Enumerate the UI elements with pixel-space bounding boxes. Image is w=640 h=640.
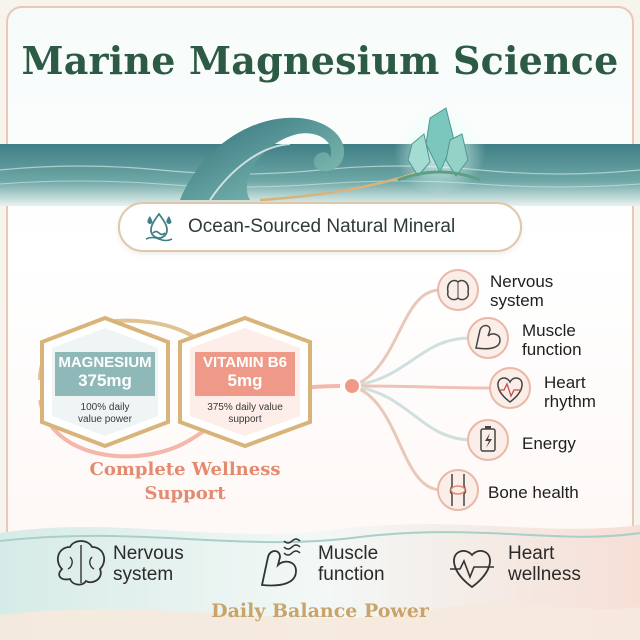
brain-icon — [56, 540, 106, 586]
nutrient-benefit-diagram — [38, 269, 531, 511]
benefit-label-line1: Bone health — [488, 483, 579, 502]
vitamin-b6-dose: 5mg — [227, 371, 263, 390]
bottom-wave-band — [0, 524, 640, 640]
benefit-bone-health: Bone health — [488, 483, 579, 502]
magnesium-name: MAGNESIUM — [58, 354, 152, 371]
joint-icon — [437, 469, 479, 511]
bottom-item-line2: system — [113, 564, 174, 585]
bottom-item-line2: wellness — [508, 564, 581, 585]
heart-pulse-icon — [450, 549, 494, 589]
vitamin-b6-label: VITAMIN B6 5mg — [195, 354, 295, 391]
complete-wellness-tagline: Complete Wellness Support — [60, 458, 310, 506]
bottom-item-line1: Muscle — [318, 543, 379, 564]
vitamin-b6-name: VITAMIN B6 — [203, 354, 287, 371]
magnesium-caption-line2: value power — [78, 414, 132, 425]
banner-text: Ocean-Sourced Natural Mineral — [188, 216, 456, 237]
benefit-label-line1: Energy — [522, 434, 576, 453]
muscle-spring-icon — [260, 538, 301, 587]
footer-tagline: Daily Balance Power — [211, 600, 429, 622]
poster-title: Marine Magnesium Science — [21, 38, 619, 83]
benefit-nervous-system: Nervous system — [490, 272, 553, 310]
vitamin-b6-caption: 375% daily value support — [195, 402, 295, 426]
crystal-icon — [397, 107, 481, 182]
magnesium-label: MAGNESIUM 375mg — [55, 354, 155, 391]
heart-pulse-icon — [489, 367, 531, 409]
bottom-item-line2: function — [318, 564, 385, 585]
ocean-sourced-banner: Ocean-Sourced Natural Mineral — [118, 202, 522, 252]
tagline-line1: Complete Wellness — [89, 459, 281, 480]
bottom-item-nervous-system: Nervous system — [113, 543, 184, 585]
bottom-item-line1: Nervous — [113, 543, 184, 564]
battery-bolt-icon — [467, 419, 509, 461]
vitamin-b6-caption-line2: support — [228, 414, 262, 425]
wave-curl — [180, 117, 345, 200]
magnesium-caption-line1: 100% daily — [80, 402, 130, 413]
benefit-branches — [351, 288, 491, 492]
bottom-item-muscle-function: Muscle function — [318, 543, 385, 585]
vitamin-b6-hexagon — [178, 315, 312, 449]
ocean-wave-illustration — [0, 104, 640, 206]
tagline-line2: Support — [144, 483, 226, 504]
bottom-item-line1: Heart — [508, 543, 555, 564]
benefit-label-line1: Nervous — [490, 272, 554, 291]
flexed-arm-icon — [467, 317, 509, 359]
benefit-label-line1: Heart — [544, 373, 586, 392]
brain-icon — [437, 269, 479, 311]
benefit-energy: Energy — [522, 434, 576, 453]
bottom-item-heart-wellness: Heart wellness — [508, 543, 581, 585]
branch-node — [343, 377, 361, 395]
benefit-label-line2: system — [490, 291, 544, 310]
benefit-label-line2: rhythm — [544, 392, 596, 411]
benefit-label-line1: Muscle — [522, 321, 576, 340]
benefit-label-line2: function — [522, 340, 582, 359]
magnesium-dose: 375mg — [78, 371, 132, 390]
magnesium-caption: 100% daily value power — [55, 402, 155, 426]
benefit-muscle-function: Muscle function — [522, 321, 582, 359]
vitamin-b6-caption-line1: 375% daily value — [207, 402, 283, 413]
water-drops-icon — [145, 212, 173, 242]
magnesium-hexagon — [40, 315, 170, 449]
benefit-heart-rhythm: Heart rhythm — [544, 373, 596, 411]
